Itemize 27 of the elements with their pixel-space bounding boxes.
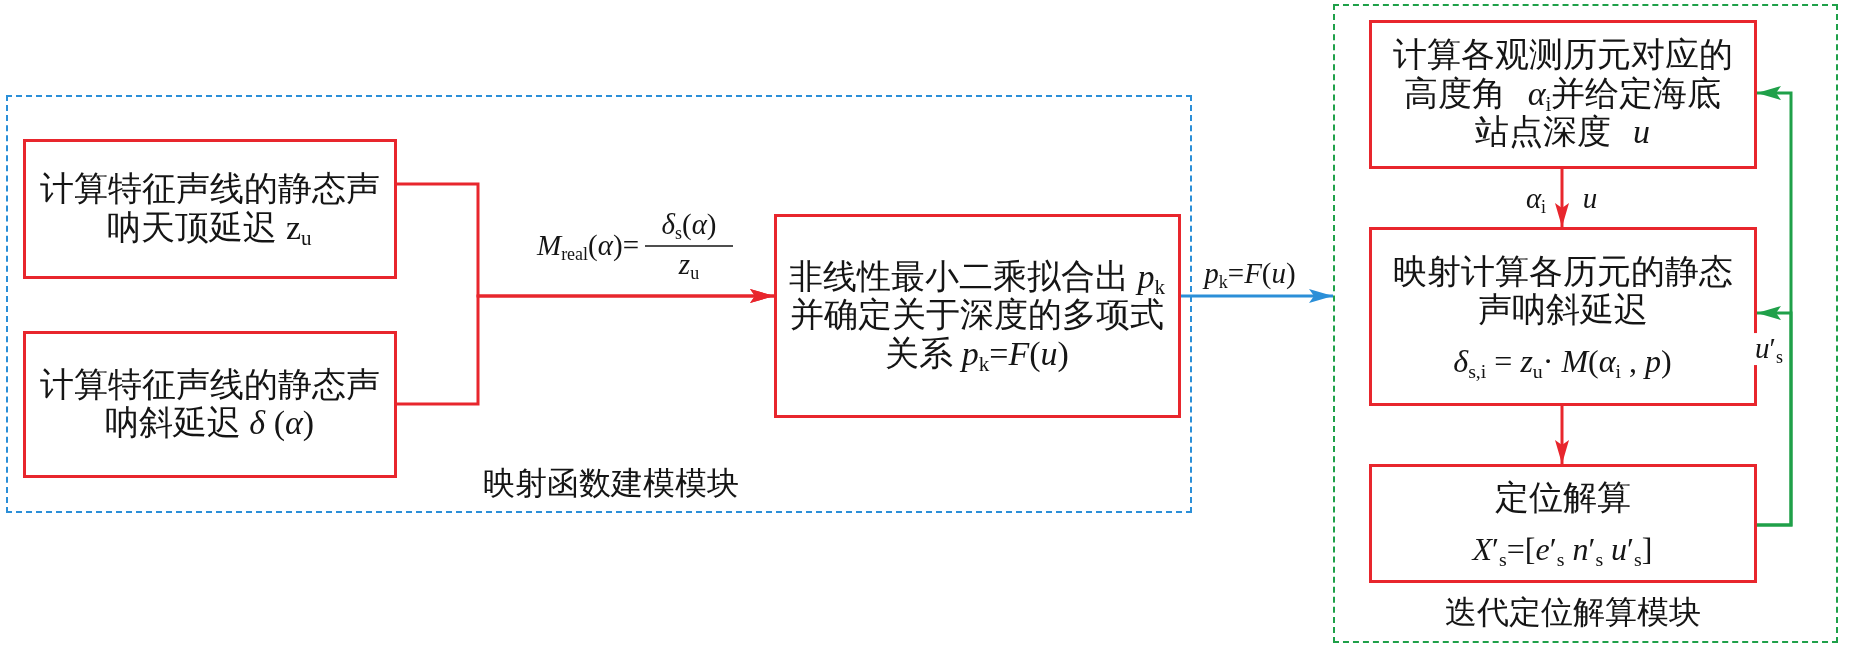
formula-text: z$_{u}$: [678, 249, 700, 281]
arrow: [1555, 169, 1569, 227]
frame-title: 映射函数建模模块: [482, 465, 739, 502]
variable-label: u: [1582, 183, 1598, 215]
process-box: [22, 330, 397, 478]
variable-label: α$_{i}$: [1525, 183, 1547, 215]
arrow: [1757, 306, 1793, 527]
box-text: 计算特征声线的静态声呐斜延迟 δ (α): [38, 365, 381, 443]
dashed-frame: [1333, 4, 1838, 643]
process-box: [1368, 463, 1757, 583]
frame-title: 迭代定位解算模块: [1444, 594, 1701, 631]
box-text: 计算各观测历元对应的高度角 α$_{i}$并给定海底站点深度 u: [1391, 36, 1734, 152]
formula-text: X′$_{s}$=[e′$_{s}$ n′$_{s}$ u′$_{s}$]: [1472, 531, 1653, 568]
box-text: 非线性最小二乘拟合出 p$_{k}$并确定关于深度的多项式关系 p$_{k}$=F(u): [787, 257, 1166, 374]
formula-text: δ$_{s,i}$ = z$_{u}$· M(α$_{i}$ , p): [1453, 343, 1672, 380]
formula-text: δ$_{s}$(α): [661, 209, 717, 241]
edge-label: u′$_{s}$: [1753, 333, 1785, 365]
box-text: 计算特征声线的静态声呐天顶延迟 z$_{u}$: [38, 170, 381, 247]
process-box: [22, 138, 397, 279]
process-box: [1368, 19, 1757, 169]
arrow: [1181, 289, 1333, 303]
process-box: [1368, 226, 1757, 406]
process-box: [773, 213, 1181, 418]
box-text: 映射计算各历元的静态声呐斜延迟: [1391, 252, 1734, 330]
arrow: [1555, 406, 1569, 464]
arrow: [397, 289, 774, 406]
box-text: 定位解算: [1494, 478, 1631, 518]
